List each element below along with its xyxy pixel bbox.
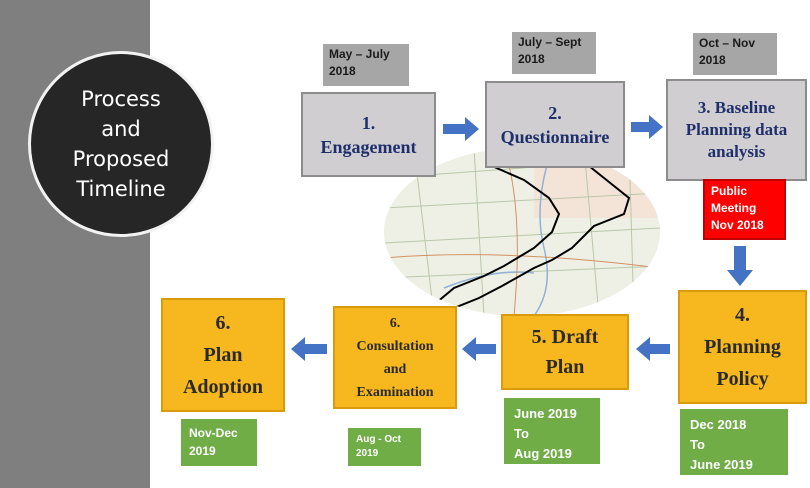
date-label-3: Oct – Nov 2018 [693, 33, 777, 75]
diagram-title: Process and Proposed Timeline [72, 87, 170, 201]
date-label-1: May – July 2018 [323, 44, 409, 86]
arrow-right-icon [631, 115, 663, 139]
stage-4-planning-policy: 4. Planning Policy [678, 290, 807, 404]
stage-1-engagement: 1. Engagement [301, 92, 436, 177]
public-meeting-badge: Public Meeting Nov 2018 [703, 179, 786, 240]
arrow-left-icon [636, 337, 670, 361]
arrow-left-icon [462, 337, 496, 361]
stage-6-consultation-examination: 6. Consultation and Examination [333, 306, 457, 409]
date-label-6b: Nov-Dec 2019 [181, 419, 257, 466]
arrow-left-icon [291, 337, 327, 361]
stage-3-baseline-analysis: 3. Baseline Planning data analysis [666, 79, 807, 181]
arrow-right-icon [443, 117, 479, 141]
stage-2-questionnaire: 2. Questionnaire [485, 81, 625, 168]
date-label-2: July – Sept 2018 [512, 32, 596, 74]
date-label-5: June 2019 To Aug 2019 [504, 398, 600, 464]
date-label-6a: Aug - Oct 2019 [348, 428, 421, 466]
title-circle: Process and Proposed Timeline [28, 51, 214, 237]
arrow-down-icon [727, 246, 753, 286]
date-label-4: Dec 2018 To June 2019 [680, 409, 788, 475]
stage-5-draft-plan: 5. Draft Plan [501, 314, 629, 390]
stage-6-plan-adoption: 6. Plan Adoption [161, 298, 285, 412]
